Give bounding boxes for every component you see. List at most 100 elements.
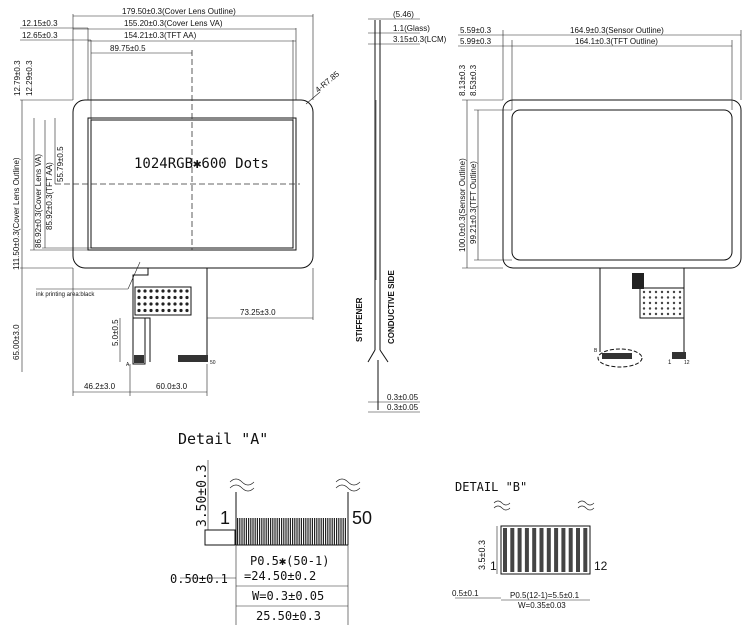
detail-a-pin <box>316 518 318 545</box>
dim-v2: 12.29±0.3 <box>25 60 34 96</box>
detail-b-pin <box>517 528 522 572</box>
stiffener-dot <box>642 296 646 299</box>
front-view: 1024RGB✱600 Dots 179.50±0.3(Cover Lens O… <box>12 7 342 396</box>
touch-mark-12: 12 <box>684 360 690 366</box>
stiffener-dot <box>167 295 171 300</box>
detail-a-pin <box>333 518 335 545</box>
detail-a-pin <box>256 518 258 545</box>
detail-a-pin <box>311 518 313 545</box>
dim-v4: 85.92±0.3(TFT AA) <box>45 162 54 230</box>
detail-a-pin <box>318 518 320 545</box>
tft-outline <box>511 109 733 261</box>
detail-a-pin <box>274 518 276 545</box>
stiffener-dot <box>678 312 682 316</box>
stiffener-dot <box>167 308 171 313</box>
detail-a-pin <box>239 518 241 545</box>
stiffener-dot <box>149 308 153 313</box>
stiffener-dot <box>161 295 165 300</box>
stiffener-dot <box>143 295 147 300</box>
detail-a-total: 25.50±0.3 <box>256 609 321 623</box>
stiffener-dot <box>642 312 646 316</box>
touch-dim-sensor-h: 100.0±0.3(Sensor Outline) <box>458 158 467 252</box>
stiffener-dot <box>642 301 646 305</box>
detail-a-pin <box>342 518 344 545</box>
detail-b: DETAIL "B" 1 12 3.5±0.3 0.5±0.1 P0.5(12-… <box>452 480 608 610</box>
detail-a-pin <box>322 518 324 545</box>
stiffener-dot <box>648 290 652 294</box>
stiffener-dot <box>654 312 658 316</box>
detail-a-pin <box>292 518 294 545</box>
stiffener-dot <box>179 308 183 313</box>
stiffener-dot <box>185 302 189 306</box>
detail-a-height: 3.50±0.3 <box>195 464 210 527</box>
side-dim-glass: 1.1(Glass) <box>393 24 430 33</box>
fpc-mark-a: A <box>126 362 130 368</box>
detail-a-pin <box>287 518 289 545</box>
detail-a-pin <box>320 518 322 545</box>
dim-tft-aa-w: 154.21±0.3(TFT AA) <box>124 31 197 40</box>
detail-b-pin <box>539 528 544 572</box>
stiffener-dot <box>137 302 141 306</box>
stiffener-dot <box>678 301 682 305</box>
detail-b-pin <box>532 528 537 572</box>
touch-dim-top-2: 8.53±0.3 <box>469 64 478 96</box>
stiffener-dot <box>149 302 153 306</box>
detail-b-pin <box>510 528 515 572</box>
detail-a-pitch-2: =24.50±0.2 <box>244 569 316 583</box>
touch-dim-top-1: 8.13±0.3 <box>458 64 467 96</box>
detail-a-pin <box>270 518 272 545</box>
detail-a-pin <box>303 518 305 545</box>
stiffener-dot <box>137 295 141 300</box>
stiffener-dot <box>173 308 177 313</box>
detail-a-pin <box>283 518 285 545</box>
detail-a-pin <box>294 518 296 545</box>
dim-center-w: 89.75±0.5 <box>110 44 146 53</box>
side-dim-total: (5.46) <box>393 10 414 19</box>
detail-a-pin <box>325 518 327 545</box>
dim-v7: 65.00±3.0 <box>12 324 21 360</box>
detail-a-width: W=0.3±0.05 <box>252 589 324 603</box>
detail-a-pin <box>296 518 298 545</box>
detail-a-pin <box>327 518 329 545</box>
detail-b-pin <box>583 528 588 572</box>
stiffener-dot <box>155 302 159 306</box>
detail-b-offset: 0.5±0.1 <box>452 589 479 598</box>
detail-a-pin <box>314 518 316 545</box>
detail-a-pin-50: 50 <box>352 508 372 528</box>
touch-dim-tft-w: 164.1±0.3(TFT Outline) <box>575 37 658 46</box>
detail-a-pin <box>254 518 256 545</box>
stiffener-dot <box>660 307 664 310</box>
side-dim-fpc2: 0.3±0.05 <box>387 403 419 412</box>
detail-a-pin <box>336 518 338 545</box>
detail-a-pin <box>245 518 247 545</box>
stiffener-dot <box>648 296 652 299</box>
stiffener-dot <box>642 290 646 294</box>
detail-b-pin <box>554 528 559 572</box>
detail-a-pin <box>289 518 291 545</box>
detail-b-pin <box>576 528 580 572</box>
detail-a-pin <box>252 518 254 545</box>
detail-a-pin <box>338 518 340 545</box>
detail-b-title: DETAIL "B" <box>455 480 527 494</box>
detail-a-title: Detail "A" <box>178 430 268 448</box>
dim-v3: 55.79±0.5 <box>56 146 65 182</box>
conductive-label: CONDUCTIVE SIDE <box>387 270 396 344</box>
detail-a-pin <box>261 518 263 545</box>
dim-fpc-width: 60.0±3.0 <box>156 382 188 391</box>
detail-a-pin <box>281 518 283 545</box>
detail-a-pin <box>276 518 278 545</box>
stiffener-dot <box>173 289 177 293</box>
dim-v1: 12.79±0.3 <box>13 60 22 96</box>
detail-a-pin <box>298 518 300 545</box>
stiffener-dot <box>179 302 183 306</box>
stiffener-label: STIFFENER <box>355 297 364 342</box>
stiffener-dot <box>173 302 177 306</box>
dim-v6: 111.50±0.3(Cover Lens Outline) <box>12 157 21 270</box>
stiffener-dot <box>155 308 159 313</box>
detail-a-pin <box>237 518 239 545</box>
stiffener-dot <box>173 295 177 300</box>
stiffener-dot <box>155 295 159 300</box>
dim-v5: 86.92±0.3(Cover Lens VA) <box>34 154 43 248</box>
detail-b-pin <box>561 528 566 572</box>
stiffener-dot <box>666 290 670 294</box>
